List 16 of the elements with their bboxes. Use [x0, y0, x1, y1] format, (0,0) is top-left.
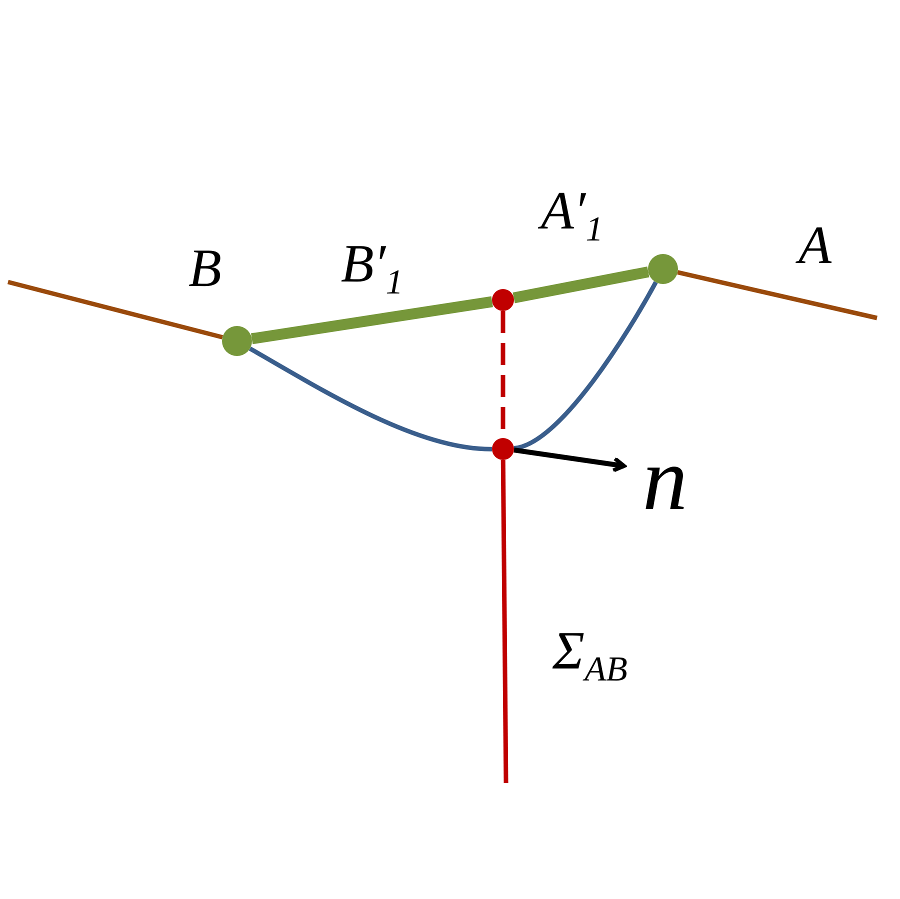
- curved-line: [248, 346, 492, 452]
- math-label: Σ$_{AB}$: [552, 624, 628, 686]
- math-label: B′$_{1}$: [340, 236, 404, 300]
- line: [250, 296, 493, 344]
- point-marker: [222, 326, 252, 356]
- point-marker: [492, 289, 514, 311]
- math-label: n: [642, 435, 688, 525]
- line: [500, 460, 508, 784]
- curved-line: [513, 281, 658, 450]
- math-label: B: [188, 241, 222, 295]
- line: [677, 270, 878, 320]
- math-label: A′$_{1}$: [540, 184, 604, 246]
- point-marker: [648, 254, 678, 284]
- line: [512, 266, 650, 304]
- line: [7, 280, 224, 340]
- point-marker: [492, 438, 514, 460]
